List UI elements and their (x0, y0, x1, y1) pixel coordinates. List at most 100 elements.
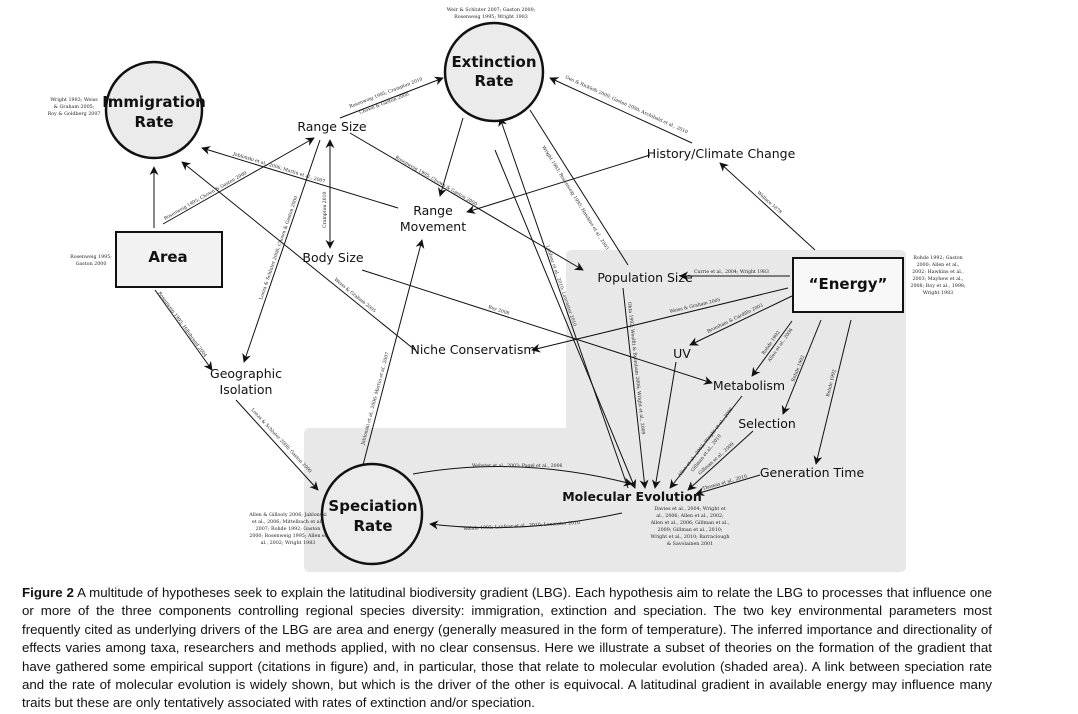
edge-movement-to-immigration (201, 146, 399, 209)
edge-range-to-extinction (339, 76, 444, 119)
node-molevo-citation-3: Allen et al., 2006; Gillman et al., (650, 520, 730, 526)
edge-energy-to-gentime (813, 319, 852, 465)
node-body-size: Body Size (302, 250, 363, 265)
edge-niche-to-immigration (181, 161, 416, 351)
edge-speciation-to-molevo (412, 465, 633, 487)
node-energy-label: “Energy” (809, 275, 888, 293)
molecular-evolution-shaded-area (304, 250, 906, 572)
node-uv: UV (673, 346, 691, 361)
cite-area-to-range: Rosenweig 1995; Chown & Gaston 2000 (163, 170, 248, 222)
figure-caption-text: A multitude of hypotheses seek to explai… (22, 585, 992, 711)
edge-area-to-isolation (154, 289, 213, 371)
node-area-citation-2: Gaston 2000 (76, 261, 107, 267)
cite-movement-to-immigration: Jablonski et al., 2006; Martin et al., 2… (231, 151, 325, 185)
node-extinction-citation-1: Weir & Schluter 2007; Gaston 2000; (447, 7, 536, 13)
node-molevo-citation-4: 2009; Gillman et al., 2010; (658, 527, 723, 533)
node-energy-citation-6: Wright 1983 (923, 290, 953, 296)
node-speciation-label-1: Speciation (328, 497, 417, 515)
edge-molevo-to-extinction (498, 117, 629, 489)
node-speciation-label-2: Rate (353, 517, 392, 535)
node-extinction-label-1: Extinction (451, 53, 536, 71)
node-geographic-isolation-2: Isolation (220, 382, 273, 397)
cite-bodysize-to-metabolism: Roy 2008 (487, 304, 510, 317)
edge-bodysize-to-metabolism (361, 269, 713, 385)
node-molevo-citation-5: Wright et al., 2010; Barraclough (651, 534, 730, 540)
edge-energy-to-metabolism (751, 320, 793, 377)
node-immigration-label-2: Rate (134, 113, 173, 131)
edge-speciation-to-movement (362, 239, 425, 466)
node-immigration-label-1: Immigration (102, 93, 206, 111)
edge-area-to-range (162, 137, 315, 225)
node-metabolism: Metabolism (713, 378, 785, 393)
edge-extinction-popsize (529, 109, 629, 266)
node-molevo-citation-2: al., 2006; Allen et al., 2002; (656, 513, 724, 519)
edge-isolation-to-speciation (235, 399, 319, 491)
node-geographic-isolation-1: Geographic (210, 366, 282, 381)
edge-molevo-to-speciation (429, 512, 623, 530)
node-selection: Selection (738, 416, 796, 431)
node-speciation-rate: Speciation Rate Allen & Gillooly 2006; J… (248, 462, 424, 566)
node-niche-conservatism: Niche Conservatism (410, 342, 535, 357)
edge-metabolism-to-molevo (669, 395, 743, 489)
node-extinction-citation-2: Rosenweig 1995; Wright 1983 (454, 14, 528, 20)
edge-gentime-to-molevo (695, 474, 761, 497)
node-immigration-citation-2: & Graham 2005; (54, 104, 95, 110)
edge-popsize-to-molevo (622, 287, 649, 489)
cite-bodysize-to-range: Crampton 2010 (322, 191, 328, 228)
node-speciation-citation-1: Allen & Gillooly 2006; Jablonski (248, 512, 327, 518)
node-molevo-citation-6: & Savolainen 2001 (667, 541, 713, 547)
node-energy-citation-1: Rohde 1992; Gaston (913, 255, 962, 261)
node-immigration-citation-3: Roy & Goldberg 2007 (48, 111, 101, 117)
node-history-climate: History/Climate Change (647, 146, 796, 161)
node-extinction-rate: Extinction Rate Weir & Schluter 2007; Ga… (443, 7, 545, 123)
edge-selection-to-molevo (687, 430, 754, 491)
cite-range-to-popsize: Rosenweig 1995; Chown & Gaston 2000 (394, 155, 478, 208)
figure-caption: Figure 2 A multitude of hypotheses seek … (22, 584, 992, 713)
cite-isolation-to-speciation: Loeza & Schluter 2008; Gaston 2000 (250, 407, 313, 474)
node-energy-citation-4: 2003; Mayhew et al., (912, 276, 964, 282)
lbg-hypothesis-diagram: Rosenweig 1995; Crampton 2010 Chown & Ga… (48, 7, 966, 572)
edge-history-to-movement (466, 154, 651, 214)
node-speciation-citation-4: 2000; Rosenweig 1995; Allen et (249, 533, 326, 539)
node-speciation-citation-3: 2007; Rohde 1992; Gaston (256, 526, 321, 532)
edge-uv-to-molevo (651, 361, 677, 489)
cite-niche-to-immigration: Weiss & Graham 2005 (333, 277, 377, 314)
node-molevo-citation-1: Davies et al., 2004; Wright et (654, 506, 725, 512)
node-range-movement-2: Movement (400, 219, 466, 234)
cite-history-from-energy: Wallace 1878 (756, 190, 783, 215)
edge-extinction-to-movement (437, 117, 464, 197)
edge-energy-to-niche (531, 287, 789, 353)
node-speciation-citation-2: et al., 2006; Mittelbach et al., (252, 519, 325, 525)
node-generation-time: Generation Time (760, 465, 865, 480)
node-speciation-citation-5: al., 2002; Wright 1983 (261, 540, 316, 546)
node-molecular-evolution-label: Molecular Evolution (562, 489, 702, 504)
node-range-size: Range Size (297, 119, 367, 134)
node-energy-citation-5: 2008; Roy et al., 1998; (910, 283, 966, 289)
cite-history-to-extinction: Guo & Ricklefs 2000; Gaston 2000; Archib… (564, 74, 688, 135)
edge-history-to-extinction (549, 77, 693, 144)
node-energy-citation-3: 2002; Hawkins et al., (912, 269, 964, 275)
node-population-size: Population Size (597, 270, 693, 285)
edges (149, 76, 852, 530)
node-immigration-citation-1: Wright 1983; Weiss (50, 97, 98, 103)
node-extinction-label-2: Rate (474, 72, 513, 90)
node-range-movement-1: Range (413, 203, 453, 218)
cite-area-to-isolation: Rosenweig 1995; Hillebrand 2004 (156, 291, 208, 359)
node-area-citation-1: Rosenweig 1995; (70, 254, 112, 260)
edge-energy-to-history (719, 162, 816, 251)
node-area-label: Area (148, 248, 187, 266)
node-energy: “Energy” Rohde 1992; Gaston 2000; Allen … (792, 255, 966, 313)
node-immigration-rate: Immigration Rate Wright 1983; Weiss & Gr… (48, 60, 206, 160)
cite-energy-to-popsize: Currie et al., 2004; Wright 1983 (694, 269, 769, 275)
cite-speciation-to-molevo: Webster et al., 2003; Pagel et al., 2006 (472, 463, 562, 469)
edge-energy-to-uv (689, 295, 793, 346)
cite-extinction-popsize: Wright 1983; Rosenweig 1995; Hawkins et … (540, 145, 610, 251)
node-area: Area Rosenweig 1995; Gaston 2000 (70, 231, 223, 288)
node-molecular-evolution: Molecular Evolution Davies et al., 2004;… (562, 489, 730, 547)
node-energy-citation-2: 2000; Allen et al., (916, 262, 960, 268)
cite-range-to-isolation: Loeza & Schluter 2008; Chown & Gaston 20… (258, 195, 299, 300)
figure-label: Figure 2 (22, 585, 74, 600)
edge-range-to-isolation (242, 139, 321, 363)
edge-energy-to-selection (781, 319, 822, 415)
edge-movement-to-molevo (494, 149, 637, 489)
